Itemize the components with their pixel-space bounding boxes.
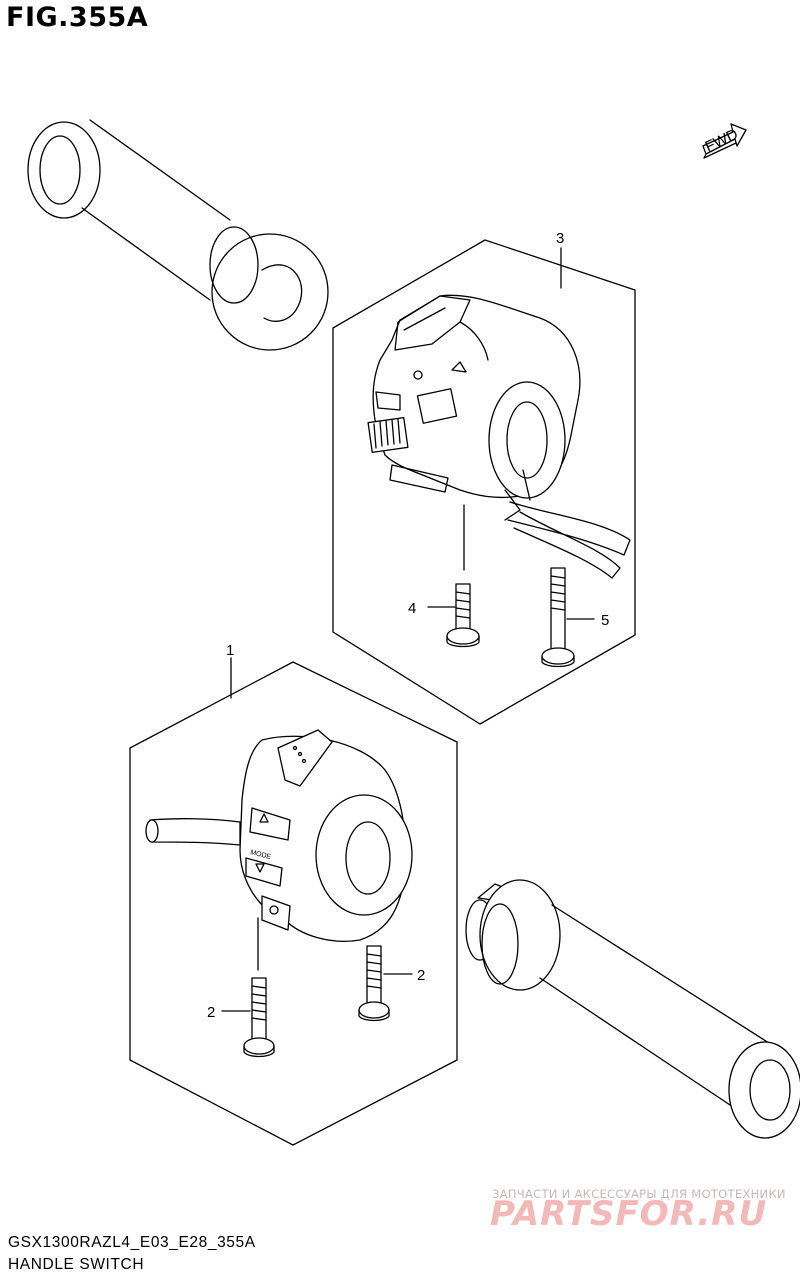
callout-5: 5 <box>601 612 609 629</box>
figure-name: HANDLE SWITCH <box>8 1256 145 1273</box>
wire-harness <box>507 469 631 579</box>
left-handle-switch: MODE <box>145 729 413 942</box>
assembly-box-1 <box>129 661 458 1146</box>
screw-4 <box>427 504 480 648</box>
callout-2-left: 2 <box>207 1004 215 1021</box>
fwd-arrow-icon: FWD <box>702 123 747 159</box>
callout-2-right: 2 <box>417 967 425 984</box>
screw-2-left <box>221 917 275 1058</box>
callout-3: 3 <box>556 230 564 247</box>
assembly-box-3 <box>332 239 636 725</box>
callout-1: 1 <box>226 642 234 659</box>
callout-4: 4 <box>408 600 416 617</box>
figure-code: GSX1300RAZL4_E03_E28_355A <box>8 1234 256 1251</box>
handlebar-grip <box>465 879 800 1139</box>
mode-label: MODE <box>250 849 272 861</box>
screw-2-right <box>358 945 413 1022</box>
watermark-logo: PARTSFOR.RU <box>490 1194 768 1234</box>
screw-5 <box>541 567 595 668</box>
right-handle-switch <box>367 294 581 521</box>
figure-title: FIG.355A <box>6 2 149 33</box>
throttle-grip <box>27 119 329 351</box>
fwd-label: FWD <box>703 126 741 156</box>
watermark-tagline: ЗАПЧАСТИ И АКСЕССУАРЫ ДЛЯ МОТОТЕХНИКИ <box>492 1187 786 1201</box>
